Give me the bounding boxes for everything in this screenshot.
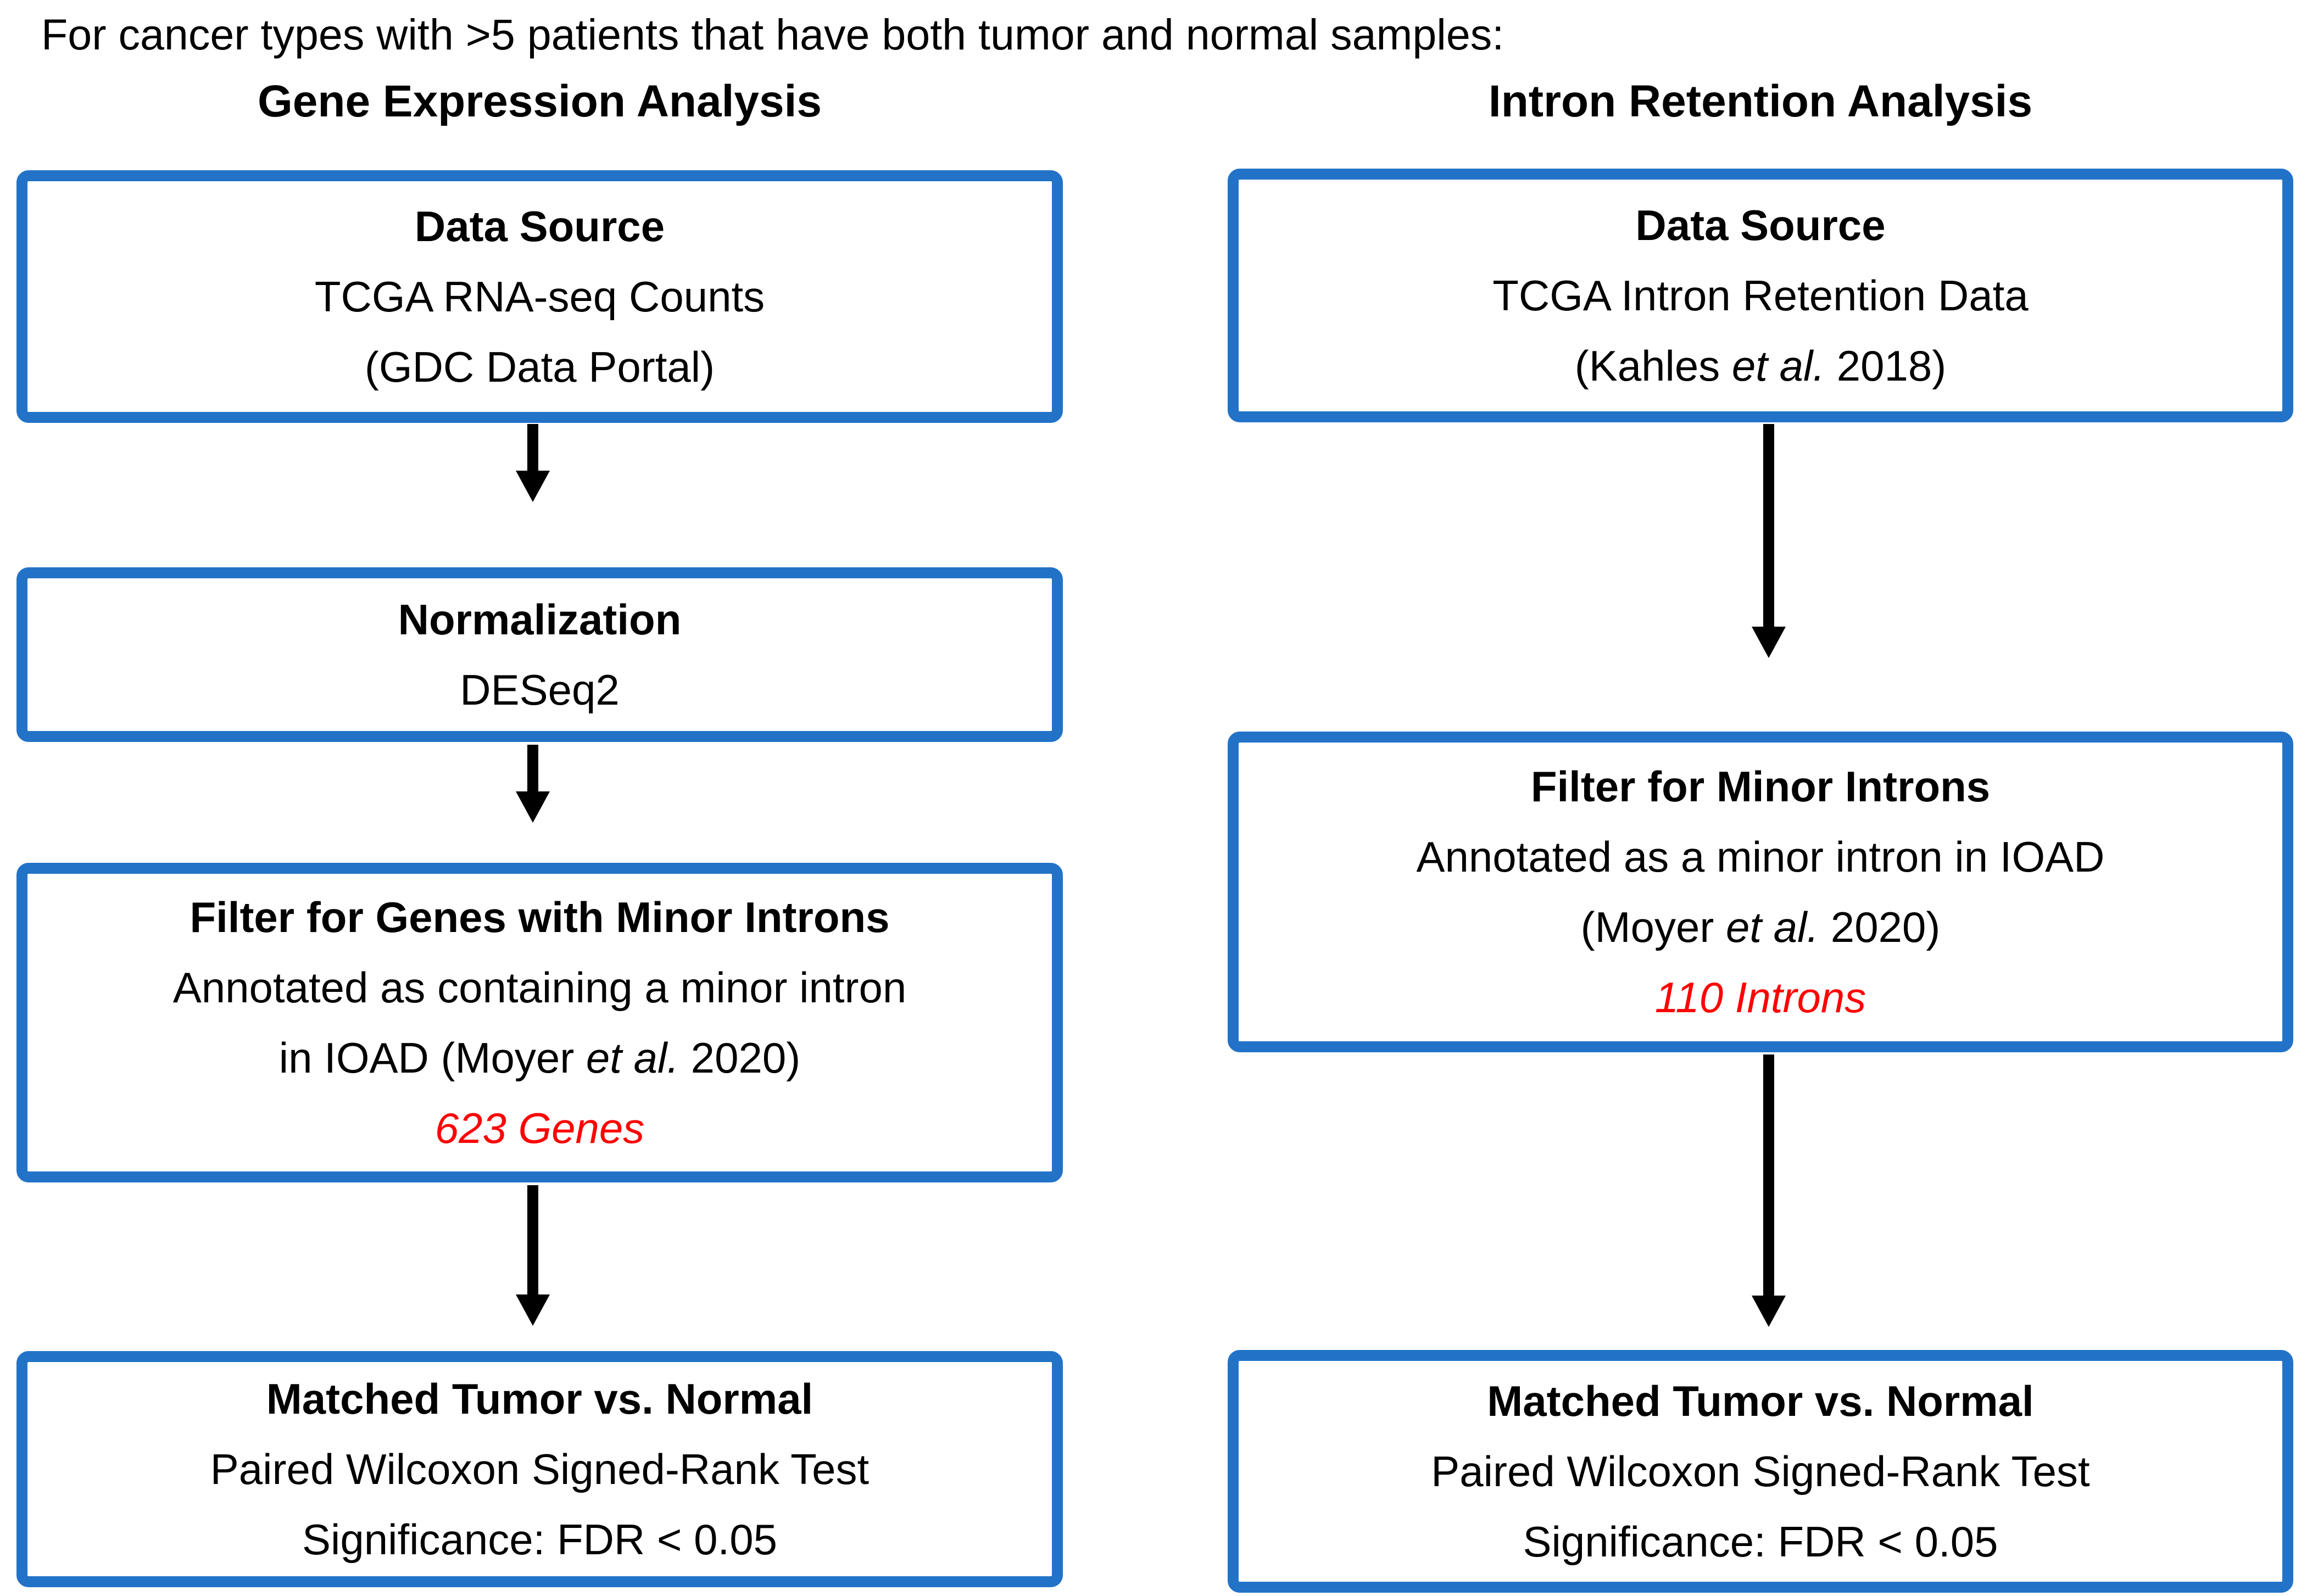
box-title: Matched Tumor vs. Normal <box>1487 1377 2034 1425</box>
box-line: Paired Wilcoxon Signed-Rank Test <box>1431 1447 2090 1495</box>
box-normalization: Normalization DESeq2 <box>16 567 1063 742</box>
down-arrow-icon <box>515 424 550 502</box>
box-line: in IOAD (Moyer et al. 2020) <box>278 1034 801 1082</box>
box-line: TCGA Intron Retention Data <box>1492 271 2029 320</box>
box-intron-matched-tumor-normal: Matched Tumor vs. Normal Paired Wilcoxon… <box>1228 1350 2293 1593</box>
box-filter-minor-introns: Filter for Minor Introns Annotated as a … <box>1228 732 2293 1052</box>
box-line: (GDC Data Portal) <box>364 343 715 391</box>
box-line: Annotated as a minor intron in IOAD <box>1416 833 2105 881</box>
box-intron-data-source: Data Source TCGA Intron Retention Data (… <box>1228 169 2293 422</box>
box-line: Significance: FDR < 0.05 <box>302 1515 777 1564</box>
box-line: (Moyer et al. 2020) <box>1580 903 1941 951</box>
box-gene-matched-tumor-normal: Matched Tumor vs. Normal Paired Wilcoxon… <box>16 1351 1063 1587</box>
box-line: (Kahles et al. 2018) <box>1574 342 1947 390</box>
box-title: Filter for Genes with Minor Introns <box>190 893 890 941</box>
column-header-gene-expression: Gene Expression Analysis <box>258 76 822 126</box>
intron-count-result: 110 Introns <box>1654 973 1866 1022</box>
box-title: Normalization <box>398 595 682 644</box>
down-arrow-icon <box>1751 1054 1786 1327</box>
box-title: Data Source <box>414 202 665 250</box>
box-line: Paired Wilcoxon Signed-Rank Test <box>210 1445 870 1493</box>
down-arrow-icon <box>515 1185 550 1326</box>
box-gene-data-source: Data Source TCGA RNA-seq Counts (GDC Dat… <box>16 170 1063 423</box>
box-title: Matched Tumor vs. Normal <box>266 1375 813 1423</box>
box-line: TCGA RNA-seq Counts <box>314 272 765 321</box>
box-title: Data Source <box>1635 201 1886 249</box>
down-arrow-icon <box>1751 424 1786 658</box>
box-line: DESeq2 <box>460 666 620 714</box>
box-line: Significance: FDR < 0.05 <box>1523 1517 1998 1566</box>
page-title: For cancer types with >5 patients that h… <box>41 10 1504 59</box>
column-header-intron-retention: Intron Retention Analysis <box>1488 76 2033 126</box>
box-filter-genes-minor-introns: Filter for Genes with Minor Introns Anno… <box>16 863 1063 1182</box>
down-arrow-icon <box>515 745 550 823</box>
box-title: Filter for Minor Introns <box>1530 762 1991 811</box>
gene-count-result: 623 Genes <box>434 1104 645 1152</box>
box-line: Annotated as containing a minor intron <box>172 963 907 1012</box>
